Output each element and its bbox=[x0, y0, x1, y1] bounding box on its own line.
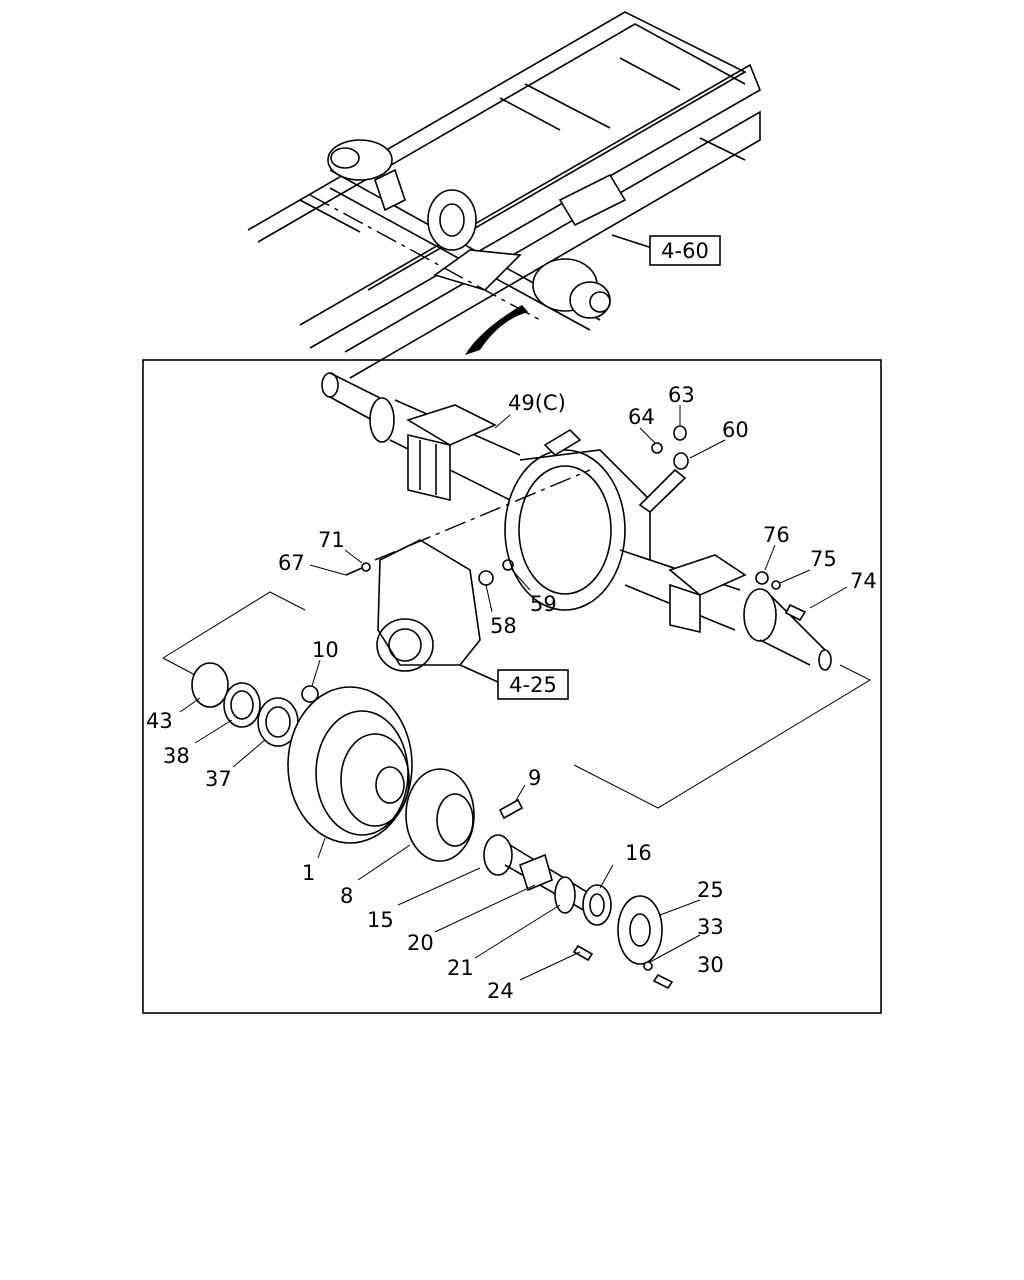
chassis-frame-overview bbox=[247, 11, 762, 379]
reference-label: 4-25 bbox=[509, 673, 557, 697]
part-label-33: 33 bbox=[697, 915, 724, 939]
part-label-37: 37 bbox=[205, 767, 232, 791]
part-label-1: 1 bbox=[302, 861, 315, 885]
part-label-30: 30 bbox=[697, 953, 724, 977]
part-label-9: 9 bbox=[528, 766, 541, 790]
part-label-15: 15 bbox=[367, 908, 394, 932]
part-label-49: 49(C) bbox=[508, 391, 566, 415]
part-label-59: 59 bbox=[530, 592, 557, 616]
detail-frame bbox=[142, 359, 882, 1014]
part-label-71: 71 bbox=[318, 528, 345, 552]
part-label-21: 21 bbox=[447, 956, 474, 980]
part-label-76: 76 bbox=[763, 523, 790, 547]
part-label-25: 25 bbox=[697, 878, 724, 902]
part-label-63: 63 bbox=[668, 383, 695, 407]
part-label-10: 10 bbox=[312, 638, 339, 662]
leader-lines bbox=[179, 405, 848, 981]
part-label-67: 67 bbox=[278, 551, 305, 575]
part-labels: 49(C) 63 64 60 71 67 76 75 74 58 59 10 4… bbox=[146, 383, 877, 1003]
reference-box-4-25: 4-25 bbox=[459, 664, 569, 700]
part-label-24: 24 bbox=[487, 979, 514, 1003]
reference-label: 4-60 bbox=[661, 239, 709, 263]
part-label-60: 60 bbox=[722, 418, 749, 442]
carrier-cover-drawing bbox=[345, 469, 591, 672]
part-label-64: 64 bbox=[628, 405, 655, 429]
u-bolt-hardware-drawing bbox=[755, 571, 807, 622]
part-label-75: 75 bbox=[810, 547, 837, 571]
hub-assembly-drawing bbox=[162, 591, 872, 990]
part-label-8: 8 bbox=[340, 884, 353, 908]
part-label-16: 16 bbox=[625, 841, 652, 865]
part-label-43: 43 bbox=[146, 709, 173, 733]
part-label-20: 20 bbox=[407, 931, 434, 955]
part-label-74: 74 bbox=[850, 569, 877, 593]
reference-box-4-60: 4-60 bbox=[649, 235, 721, 266]
axle-housing-drawing bbox=[321, 372, 832, 671]
part-label-58: 58 bbox=[490, 614, 517, 638]
part-label-38: 38 bbox=[163, 744, 190, 768]
